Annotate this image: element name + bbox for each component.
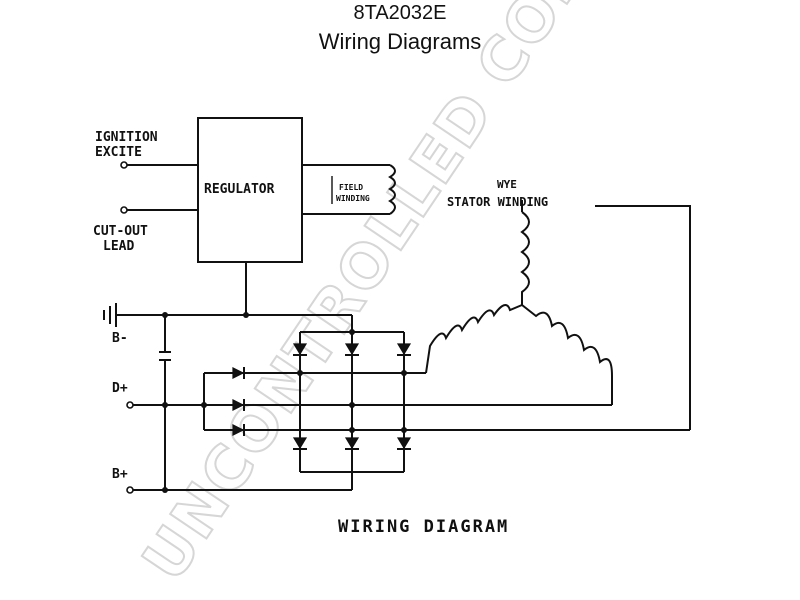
d-plus-terminal (126, 401, 134, 409)
diagram-caption: WIRING DIAGRAM (338, 517, 509, 537)
regulator-box (197, 117, 303, 263)
diode-icon (396, 343, 412, 356)
ignition-terminal (120, 161, 128, 169)
diode-icon (344, 437, 360, 450)
diode-icon (232, 367, 245, 379)
diode-icon (292, 343, 308, 356)
diode-icon (232, 399, 245, 411)
diode-icon (292, 437, 308, 450)
part-number: 8TA2032E (353, 2, 447, 24)
regulator-label: REGULATOR (204, 182, 275, 197)
diode-icon (396, 437, 412, 450)
stator-label: STATOR WINDING (447, 195, 548, 209)
ignition-label-line2: EXCITE (95, 145, 142, 160)
field-winding-coil (388, 164, 396, 215)
b-plus-label: B+ (112, 467, 128, 482)
watermark: UNCONTROLLED COPY (129, 0, 627, 593)
b-plus-terminal (126, 486, 134, 494)
d-plus-label: D+ (112, 381, 128, 396)
cutout-label-line1: CUT-OUT (93, 224, 148, 239)
stator-outer-wire (595, 205, 691, 430)
diode-icon (232, 424, 245, 436)
field-label-line2: WINDING (336, 194, 370, 203)
page-heading: Wiring Diagrams (318, 29, 482, 54)
field-winding-wire (302, 164, 390, 215)
diode-icon (344, 343, 360, 356)
stator-coil-right (521, 304, 613, 405)
ignition-label-line1: IGNITION (95, 130, 158, 145)
field-label-line1: FIELD (339, 183, 363, 192)
junction-dots (162, 312, 407, 493)
ground-icon (103, 303, 117, 327)
capacitor-icon (159, 351, 171, 361)
stator-coil-left (425, 304, 523, 374)
wye-label: WYE (497, 178, 517, 191)
stator-coil-top (520, 200, 530, 305)
cutout-label-line2: LEAD (103, 239, 134, 254)
b-minus-label: B- (112, 331, 128, 346)
cutout-terminal (120, 206, 128, 214)
